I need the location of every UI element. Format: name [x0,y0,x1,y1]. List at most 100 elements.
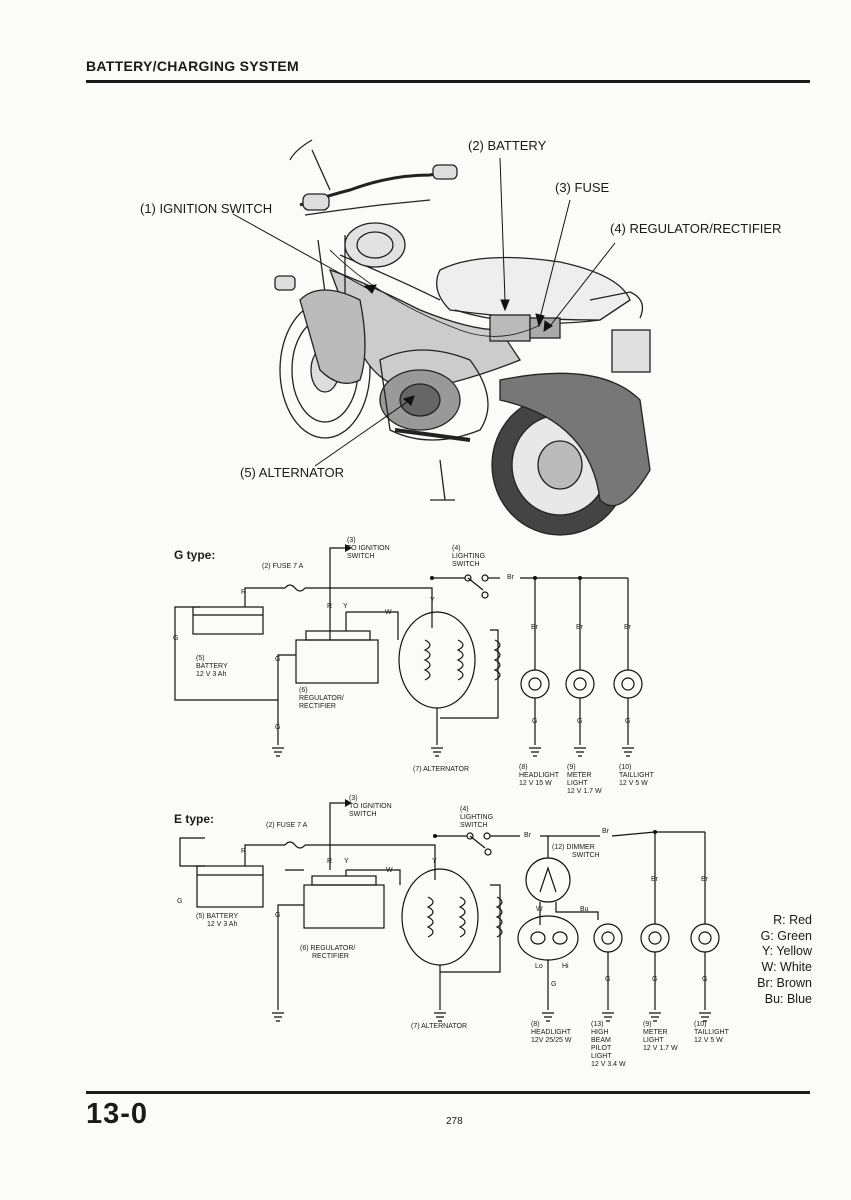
e-wire-br-2: Br [602,828,609,835]
e-wire-y: Y [344,858,349,865]
e-lighting-1: LIGHTING [460,814,494,821]
e-dimmer-1: (12) DIMMER [552,844,595,851]
legend-item: G: Green [760,928,812,943]
e-wire-br-1: Br [524,832,531,839]
e-to-ign-1: TO IGNITION [349,803,392,810]
g-headlight-name: HEADLIGHT [519,772,560,779]
e-wire-g-reg: G [275,912,281,919]
page-title: BATTERY/CHARGING SYSTEM [86,58,300,74]
g-regulator-num: (6) [299,687,308,694]
e-wire-r: R [241,848,247,855]
e-meter-1: METER [643,1029,668,1036]
e-headlight-num: (8) [531,1021,540,1028]
e-highbeam-4: LIGHT [591,1053,612,1060]
label-regulator-rectifier: (4) REGULATOR/RECTIFIER [610,221,782,236]
g-wire-y: Y [343,603,348,610]
g-wire-r2: R [327,603,333,610]
g-fuse-label: (2) FUSE 7 A [262,563,304,570]
e-type-title: E type: [174,812,215,826]
g-lighting-1: LIGHTING [452,553,486,560]
e-headlight-name: HEADLIGHT [531,1029,572,1036]
g-lighting-2: SWITCH [452,561,480,568]
e-highbeam-2: BEAM [591,1037,611,1044]
g-alternator: (7) ALTERNATOR [413,766,470,773]
legend-item: Y: Yellow [761,944,812,959]
g-headlight-num: (8) [519,764,528,771]
g-to-ign-1: TO IGNITION [347,545,390,552]
e-dimmer-2: SWITCH [572,852,600,859]
legend-item: W: White [761,960,812,975]
g-taillight-spec: 12 V 5 W [619,780,648,787]
legend-item: Br: Brown [757,975,812,990]
e-wire-g-batt: G [177,898,183,905]
e-taillight-1: TAILLIGHT [694,1029,729,1036]
label-battery: (2) BATTERY [468,138,547,153]
e-wire-g-1: G [551,981,557,988]
g-lighting-num: (4) [452,545,461,552]
header-rule [86,80,810,83]
g-battery-symbol [192,606,264,635]
g-to-ign-2: SWITCH [347,553,375,560]
e-lighting-2: SWITCH [460,822,488,829]
g-wire-br: Br [507,574,514,581]
e-taillight-2: 12 V 5 W [694,1037,723,1044]
e-highbeam-3: PILOT [591,1045,612,1052]
e-wire-w: W [386,867,393,874]
e-wire-g-2: G [605,976,611,983]
e-wire-br-4: Br [701,876,708,883]
e-to-ign-2: SWITCH [349,811,377,818]
g-battery-spec: 12 V 3 Ah [196,671,227,678]
e-headlight-spec: 12V 25/25 W [531,1037,572,1044]
legend-item: R: Red [773,913,812,927]
footer-rule [86,1091,810,1094]
g-wire-y2: Y [430,597,435,604]
legend-item: Bu: Blue [764,991,812,1006]
g-regulator-name2: RECTIFIER [299,703,336,710]
g-wire-w: W [385,609,392,616]
e-wire-y2: Y [432,858,437,865]
e-fuse-label: (2) FUSE 7 A [266,822,308,829]
e-wire-g-4: G [702,976,708,983]
e-wire-w2: W [536,906,543,913]
e-wire-g-3: G [652,976,658,983]
e-meter-2: LIGHT [643,1037,664,1044]
g-wire-br-3: Br [624,624,631,631]
e-hi-label: Hi [562,963,569,970]
e-highbeam-1: HIGH [591,1029,609,1036]
e-wire-br-3: Br [651,876,658,883]
g-headlight-spec: 12 V 15 W [519,780,552,787]
g-wire-g-batt: G [173,635,179,642]
e-lighting-num: (4) [460,806,469,813]
label-alternator: (5) ALTERNATOR [240,465,345,480]
label-ignition-switch: (1) IGNITION SWITCH [140,201,273,216]
g-meter-name2: LIGHT [567,780,588,787]
g-battery-name: BATTERY [196,663,228,670]
g-type-title: G type: [174,548,216,562]
e-highbeam-5: 12 V 3.4 W [591,1061,626,1068]
g-taillight-num: (10) [619,764,632,771]
g-wire-br-1: Br [531,624,538,631]
e-meter-3: 12 V 1.7 W [643,1045,678,1052]
g-wire-g-1: G [532,718,538,725]
g-wire-r: R [241,589,247,596]
color-legend: R: Red G: Green Y: Yellow W: White Br: B… [746,913,812,1007]
g-taillight-name: TAILLIGHT [619,772,654,779]
e-meter-num: (9) [643,1021,652,1028]
g-regulator-name1: REGULATOR/ [299,695,344,702]
g-meter-spec: 12 V 1.7 W [567,788,602,795]
e-lo-label: Lo [535,963,543,970]
e-alternator: (7) ALTERNATOR [411,1023,468,1030]
section-number: 13-0 [86,1098,149,1130]
e-regulator-1: (6) REGULATOR/ [300,945,356,952]
label-fuse: (3) FUSE [555,180,610,195]
page-number: 278 [446,1116,463,1127]
e-wire-bu: Bu [580,906,589,913]
g-meter-num: (9) [567,764,576,771]
ground-symbols [272,747,634,757]
g-wire-g-3: G [625,718,631,725]
e-wire-r2: R [327,858,333,865]
e-highbeam-num: (13) [591,1021,604,1028]
